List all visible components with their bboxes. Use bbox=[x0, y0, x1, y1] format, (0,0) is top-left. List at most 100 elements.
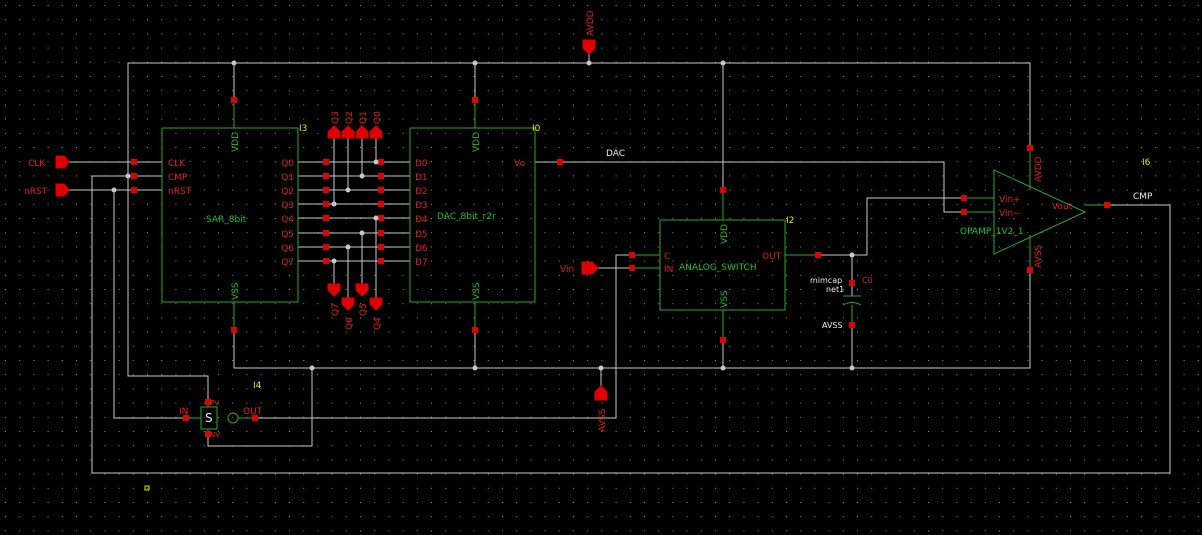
pin-marker[interactable] bbox=[323, 201, 329, 207]
inverter-nv-label: NV bbox=[210, 431, 220, 439]
cap-model-label: mimcap bbox=[810, 276, 842, 285]
wire-junction bbox=[331, 201, 337, 207]
pin-marker[interactable] bbox=[629, 252, 635, 258]
q7-bottom-pin-icon[interactable] bbox=[327, 283, 341, 297]
pin-marker[interactable] bbox=[378, 201, 384, 207]
pin-marker[interactable] bbox=[205, 431, 211, 437]
wire-net1 bbox=[785, 197, 994, 256]
pin-marker[interactable] bbox=[231, 327, 237, 333]
pin-marker[interactable] bbox=[557, 159, 563, 165]
wire-vss-rail bbox=[233, 262, 1031, 369]
inverter-in-label: IN bbox=[179, 407, 188, 417]
avss-pin-icon[interactable] bbox=[594, 385, 608, 401]
q3-top-pin-icon[interactable] bbox=[327, 125, 341, 139]
inverter-out-label: OUT bbox=[243, 407, 263, 417]
pin-marker[interactable] bbox=[323, 244, 329, 250]
nrst-pin-icon[interactable] bbox=[55, 183, 70, 197]
wire-junction bbox=[598, 365, 604, 371]
pin-marker[interactable] bbox=[378, 230, 384, 236]
q2-top-pin-icon[interactable] bbox=[341, 125, 355, 139]
dac-in-d5: D5 bbox=[415, 230, 428, 240]
pin-marker[interactable] bbox=[1104, 202, 1110, 208]
sar-body[interactable] bbox=[161, 127, 299, 303]
pin-marker[interactable] bbox=[183, 415, 189, 421]
pin-marker[interactable] bbox=[720, 337, 726, 343]
bus-wires bbox=[298, 138, 410, 300]
pin-marker[interactable] bbox=[323, 159, 329, 165]
dac-in-d2: D2 bbox=[415, 187, 428, 197]
inverter-symbol: S bbox=[205, 411, 213, 425]
q0-top-pin-icon[interactable] bbox=[369, 125, 383, 139]
io-pin-shapes bbox=[55, 39, 608, 401]
clk-pin-label: CLK bbox=[28, 159, 46, 169]
sar-out-q0: Q0 bbox=[281, 159, 294, 169]
pin-marker[interactable] bbox=[815, 252, 821, 258]
pin-marker[interactable] bbox=[131, 187, 137, 193]
pin-marker[interactable] bbox=[323, 187, 329, 193]
wire-junction bbox=[720, 60, 726, 66]
bus-top-q3-label: Q3 bbox=[331, 111, 341, 124]
switch-in-label: IN bbox=[664, 265, 673, 275]
wire-junction bbox=[345, 187, 351, 193]
pin-marker[interactable] bbox=[378, 187, 384, 193]
pin-marker[interactable] bbox=[472, 327, 478, 333]
vin-pin-icon[interactable] bbox=[581, 261, 599, 275]
switch-vss-label: VSS bbox=[720, 290, 730, 308]
dac-name-label: DAC_8bit_r2r bbox=[437, 212, 496, 222]
bus-bottom-q6-label: Q6 bbox=[345, 317, 355, 330]
pin-marker[interactable] bbox=[131, 159, 137, 165]
pin-marker[interactable] bbox=[1027, 145, 1033, 151]
opamp-vinm-label: Vin− bbox=[999, 209, 1021, 219]
wire-junction bbox=[472, 60, 478, 66]
sar-in-clk: CLK bbox=[168, 159, 186, 169]
wire-junction bbox=[231, 60, 237, 66]
pin-marker[interactable] bbox=[231, 97, 237, 103]
pin-marker[interactable] bbox=[472, 97, 478, 103]
pin-marker[interactable] bbox=[961, 209, 967, 215]
sar-in-cmp: CMP bbox=[168, 173, 188, 183]
pin-marker[interactable] bbox=[961, 195, 967, 201]
dac-body[interactable] bbox=[409, 127, 536, 303]
inverter-pv-label: PV bbox=[210, 399, 219, 407]
pin-marker[interactable] bbox=[1027, 267, 1033, 273]
sar-out-q1: Q1 bbox=[281, 173, 294, 183]
sar-vdd-label: VDD bbox=[231, 132, 241, 152]
pin-marker[interactable] bbox=[849, 322, 855, 328]
pin-marker[interactable] bbox=[378, 215, 384, 221]
pin-marker[interactable] bbox=[378, 258, 384, 264]
pin-marker[interactable] bbox=[849, 280, 855, 286]
switch-vdd-label: VDD bbox=[720, 224, 730, 244]
dac-instance-label: I0 bbox=[532, 124, 541, 134]
pin-marker[interactable] bbox=[720, 187, 726, 193]
q5-bottom-pin-icon[interactable] bbox=[355, 283, 369, 297]
pin-marker[interactable] bbox=[323, 230, 329, 236]
wire-junction bbox=[373, 159, 379, 165]
pin-marker[interactable] bbox=[323, 215, 329, 221]
bus-top-q1-label: Q1 bbox=[359, 111, 369, 124]
sar-out-q5: Q5 bbox=[281, 230, 294, 240]
pin-marker[interactable] bbox=[378, 159, 384, 165]
pin-marker[interactable] bbox=[323, 173, 329, 179]
wire-nrst-inv-in bbox=[113, 190, 186, 419]
clk-pin-icon[interactable] bbox=[55, 155, 70, 169]
pin-marker[interactable] bbox=[252, 415, 258, 421]
pin-marker[interactable] bbox=[323, 258, 329, 264]
q4-bottom-pin-icon[interactable] bbox=[369, 297, 383, 311]
wire-junction bbox=[345, 244, 351, 250]
avdd-pin-icon[interactable] bbox=[582, 39, 596, 55]
pin-marker[interactable] bbox=[629, 265, 635, 271]
pin-marker[interactable] bbox=[378, 173, 384, 179]
pin-marker[interactable] bbox=[378, 244, 384, 250]
q6-bottom-pin-icon[interactable] bbox=[341, 297, 355, 311]
wire-junction bbox=[720, 365, 726, 371]
dac-vss-label: VSS bbox=[472, 282, 482, 300]
wire-junction bbox=[309, 365, 315, 371]
sar-in-nrst: nRST bbox=[168, 187, 192, 197]
dac-in-d0: D0 bbox=[415, 159, 428, 169]
q1-top-pin-icon[interactable] bbox=[355, 125, 369, 139]
pin-marker[interactable] bbox=[131, 173, 137, 179]
pin-marker[interactable] bbox=[205, 399, 211, 405]
wire-junction bbox=[472, 365, 478, 371]
vin-pin-label: Vin bbox=[560, 265, 574, 275]
